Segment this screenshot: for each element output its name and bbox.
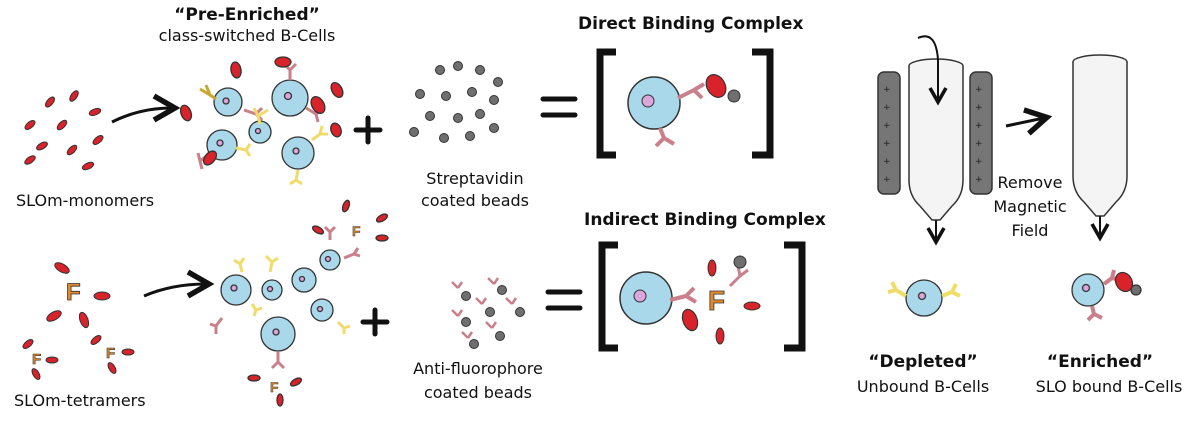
column-in-field: [908, 35, 964, 246]
svg-text:+: +: [883, 85, 891, 95]
pre-enriched-title: “Pre-Enriched”: [174, 5, 320, 25]
pre-enriched-cells-top: [179, 56, 344, 186]
fluorophore-f-small-1: F: [32, 351, 41, 368]
magnet-left: + + + + + +: [877, 71, 901, 195]
slom-monomers-cluster: [24, 90, 104, 171]
fluorophore-f-small-3: F: [352, 223, 361, 239]
antifluor-label-line2: coated beads: [423, 383, 533, 402]
streptavidin-label-line2: coated beads: [420, 191, 530, 210]
depleted-title: “Depleted”: [868, 352, 978, 372]
svg-text:+: +: [883, 157, 891, 167]
magnet-right: + + + + + +: [969, 71, 993, 195]
fluorophore-f-small-2: F: [106, 345, 115, 362]
direct-complex-title: Direct Binding Complex: [578, 14, 804, 34]
fluorophore-f-large: F: [66, 279, 81, 306]
svg-text:+: +: [883, 175, 891, 185]
plus-sign-bottom: [360, 307, 390, 337]
svg-text:+: +: [975, 103, 983, 113]
arrow-monomers: [111, 93, 181, 124]
svg-text:+: +: [975, 157, 983, 167]
remove-field-line2: Magnetic: [993, 197, 1067, 216]
fluorophore-f-complex: F: [708, 285, 725, 316]
bracket-right-top: [752, 48, 774, 159]
pre-enriched-cells-bottom: F F: [209, 199, 389, 407]
svg-text:+: +: [883, 121, 891, 131]
anti-fluorophore-beads: [451, 277, 525, 349]
remove-field-line1: Remove: [997, 173, 1063, 192]
tetramers-label: SLOm-tetramers: [14, 391, 146, 410]
arrow-to-second-column: [1005, 107, 1053, 136]
indirect-binding-complex: F: [598, 241, 806, 352]
depleted-cell: [887, 279, 961, 317]
antifluor-label-line1: Anti-fluorophore: [413, 359, 543, 378]
equals-sign-bottom: [545, 289, 583, 311]
enriched-title: “Enriched”: [1046, 352, 1154, 372]
depleted-subtitle: Unbound B-Cells: [856, 377, 990, 396]
bracket-right-bottom: [784, 241, 806, 352]
enriched-subtitle: SLO bound B-Cells: [1035, 377, 1183, 396]
direct-binding-complex: [596, 48, 774, 159]
column-no-field: [1072, 54, 1128, 242]
svg-text:+: +: [975, 85, 983, 95]
svg-text:+: +: [975, 139, 983, 149]
enriched-cell: [1071, 269, 1142, 322]
indirect-complex-title: Indirect Binding Complex: [584, 210, 826, 230]
streptavidin-label-line1: Streptavidin: [426, 169, 524, 188]
slom-tetramers-cluster: F F F: [22, 262, 135, 380]
bracket-left-top: [596, 48, 616, 159]
bracket-left-bottom: [598, 241, 618, 352]
svg-text:+: +: [883, 103, 891, 113]
fluorophore-f-small-4: F: [270, 379, 279, 395]
monomers-label: SLOm-monomers: [16, 191, 155, 210]
remove-field-line3: Field: [1011, 221, 1049, 240]
plus-sign-top: [353, 115, 383, 145]
svg-text:+: +: [975, 175, 983, 185]
arrow-tetramers: [143, 269, 215, 299]
svg-text:+: +: [975, 121, 983, 131]
pre-enriched-subtitle: class-switched B-Cells: [158, 26, 336, 45]
streptavidin-beads: [409, 61, 503, 143]
equals-sign-top: [540, 96, 578, 118]
svg-text:+: +: [883, 139, 891, 149]
